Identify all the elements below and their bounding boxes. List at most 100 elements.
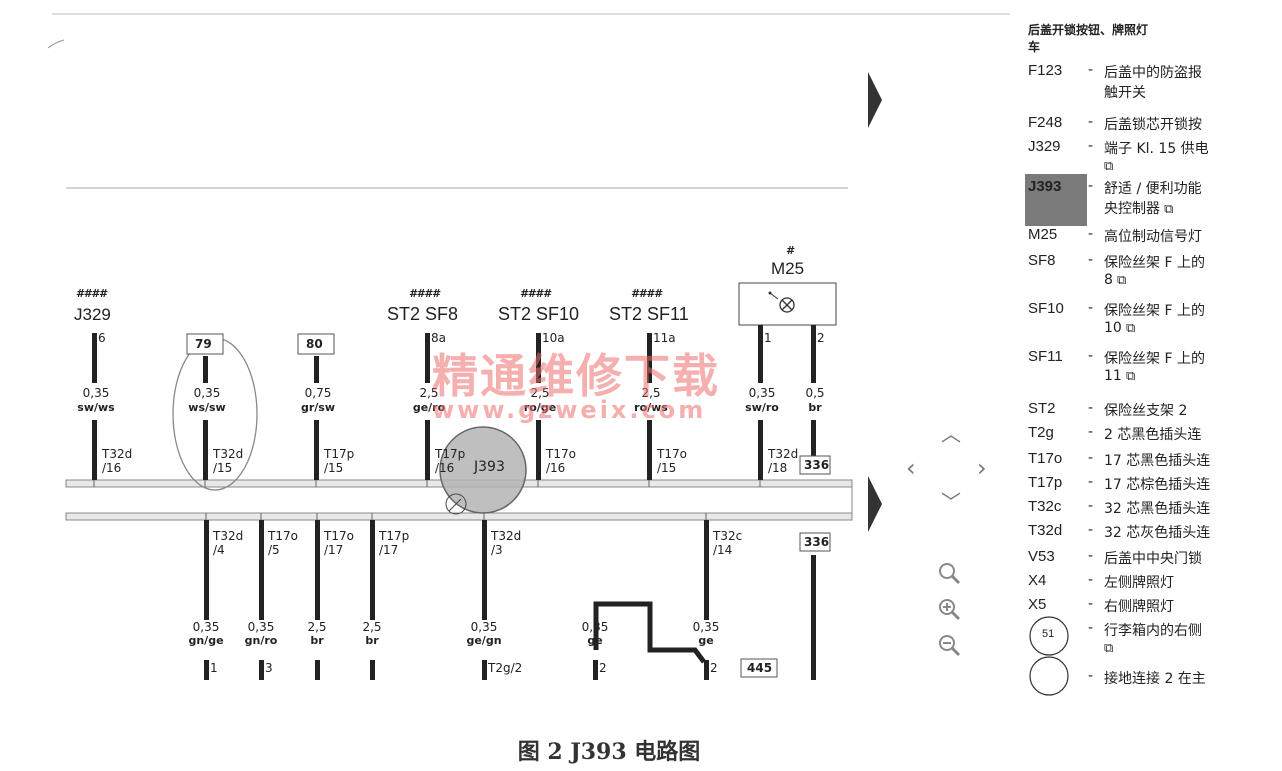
camera-icon[interactable]: ⧉: [1104, 641, 1114, 656]
camera-icon[interactable]: ⧉: [1104, 159, 1114, 174]
wire-color: ws/sw: [188, 401, 226, 414]
wire-color: br: [310, 634, 324, 647]
legend-item: J393-舒适 / 便利功能央控制器 ⧉: [1022, 178, 1282, 222]
zoom-icon[interactable]: [939, 563, 961, 585]
wire-color: ge/gn: [466, 634, 502, 647]
ground-point-icon: [1029, 656, 1069, 696]
legend-desc: 保险丝架 F 上的: [1104, 255, 1205, 271]
connector-pin-label: /3: [491, 543, 503, 557]
hash-mark: ####: [409, 287, 440, 300]
connector-pin-label: /18: [768, 461, 788, 475]
wire-pin-label: 10a: [542, 331, 565, 345]
legend-desc-2-text: 触开关: [1104, 85, 1146, 101]
legend-item: T17o-17 芯黑色插头连: [1022, 450, 1282, 494]
legend-desc: 保险丝架 F 上的: [1104, 351, 1205, 367]
legend-code: J393: [1028, 178, 1062, 195]
wire-pin-label: 3: [265, 661, 273, 675]
wire-gauge: 0,5: [805, 386, 825, 400]
zoom-controls: [939, 563, 961, 657]
legend-code: T17p: [1028, 474, 1063, 491]
label-j329: J329: [74, 305, 111, 324]
wire-gauge: 0,75: [304, 386, 332, 400]
legend-desc: 接地连接 2 在主: [1104, 671, 1206, 687]
wire-color: br: [808, 401, 822, 414]
legend-desc: 32 芯灰色插头连: [1104, 525, 1211, 541]
hash-mark: #: [786, 244, 796, 257]
legend-desc-2: 11 ⧉: [1104, 368, 1135, 384]
legend-code: F248: [1028, 114, 1063, 131]
legend-desc: 2 芯黑色插头连: [1104, 427, 1202, 443]
connector-label: T17o: [268, 529, 298, 543]
stroke-mark: [47, 39, 65, 49]
connector-pin-label: /5: [268, 543, 280, 557]
zoom-in-icon[interactable]: [939, 599, 961, 621]
wire-gauge: 0,35: [192, 620, 220, 634]
legend-desc: 后盖锁芯开锁按: [1104, 117, 1202, 133]
connector-label: T32d: [102, 447, 133, 461]
legend-item: F123-后盖中的防盗报触开关: [1022, 62, 1282, 106]
wire-gauge: 2,5: [530, 386, 550, 400]
legend-code: SF10: [1028, 300, 1064, 317]
legend-desc-2: ⧉: [1104, 640, 1113, 656]
legend-desc: 舒适 / 便利功能: [1104, 181, 1202, 197]
section-arrow-top[interactable]: [868, 72, 882, 128]
camera-icon[interactable]: ⧉: [1121, 321, 1136, 336]
ref-336b: 336: [804, 535, 830, 549]
connector-pin-label: /4: [213, 543, 225, 557]
connector-label: T17p: [379, 529, 410, 543]
legend-code: T32c: [1028, 498, 1062, 515]
wire-box-80: [297, 333, 335, 355]
legend-item: X4-左侧牌照灯: [1022, 572, 1282, 616]
wire-color: gn/ge: [188, 634, 224, 647]
connector-pin-label: /16: [435, 461, 455, 475]
arrow-right-icon[interactable]: ›: [977, 454, 987, 482]
connector-label: T32d: [491, 529, 522, 543]
label-st2-sf8: ST2 SF8: [387, 304, 459, 324]
connector-label: T32d: [768, 447, 799, 461]
legend-desc: 端子 Kl. 15 供电: [1104, 141, 1209, 157]
legend-item: T2g-2 芯黑色插头连: [1022, 424, 1282, 468]
legend-desc: 保险丝支架 2: [1104, 403, 1188, 419]
section-arrow-bottom[interactable]: [868, 476, 882, 532]
wire-pin-label: 2: [710, 661, 718, 675]
wire-color: gr/sw: [300, 401, 336, 414]
legend-dash: -: [1088, 300, 1094, 316]
legend-desc: 左侧牌照灯: [1104, 575, 1174, 591]
legend-j393-highlight: [1025, 174, 1087, 226]
legend-dash: -: [1088, 668, 1094, 684]
legend-code: V53: [1028, 548, 1055, 565]
legend-dash: -: [1088, 400, 1094, 416]
lamp-icon: [779, 297, 795, 313]
connector-pin-label: /16: [546, 461, 566, 475]
connector-label: T32c: [713, 529, 743, 543]
arrow-down-icon[interactable]: ﹀: [941, 490, 961, 514]
legend-desc-2: ⧉: [1104, 158, 1113, 174]
legend-dash: -: [1088, 522, 1094, 538]
legend-desc-2: 10 ⧉: [1104, 320, 1135, 336]
camera-icon[interactable]: ⧉: [1121, 369, 1136, 384]
legend-dash: -: [1088, 450, 1094, 466]
wire-gauge: 0,35: [692, 620, 720, 634]
legend-desc: 17 芯黑色插头连: [1104, 453, 1211, 469]
legend-code: F123: [1028, 62, 1063, 79]
hash-mark: ####: [520, 287, 551, 300]
wire-color: gn/ro: [244, 634, 278, 647]
legend-desc: 右侧牌照灯: [1104, 599, 1174, 615]
bottom-wire-group: [204, 520, 816, 680]
wire-gauge: 0,35: [470, 620, 498, 634]
zoom-out-icon[interactable]: [939, 635, 961, 657]
wire-gauge: 0,35: [748, 386, 776, 400]
j393-module-marker[interactable]: [439, 426, 527, 514]
connector-label: T32d: [213, 447, 244, 461]
legend-code: J329: [1028, 138, 1061, 155]
hash-mark: ####: [631, 287, 662, 300]
connector-pin-label: /14: [713, 543, 733, 557]
camera-icon[interactable]: ⧉: [1112, 273, 1127, 288]
camera-icon[interactable]: ⧉: [1160, 202, 1174, 217]
legend-item: M25-高位制动信号灯: [1022, 226, 1282, 270]
arrow-up-icon[interactable]: ︿: [941, 422, 961, 446]
arrow-left-icon[interactable]: ‹: [906, 454, 916, 482]
wire-gauge: 2,5: [641, 386, 661, 400]
legend-dash: -: [1088, 178, 1094, 194]
legend-item: T32c-32 芯黑色插头连: [1022, 498, 1282, 542]
